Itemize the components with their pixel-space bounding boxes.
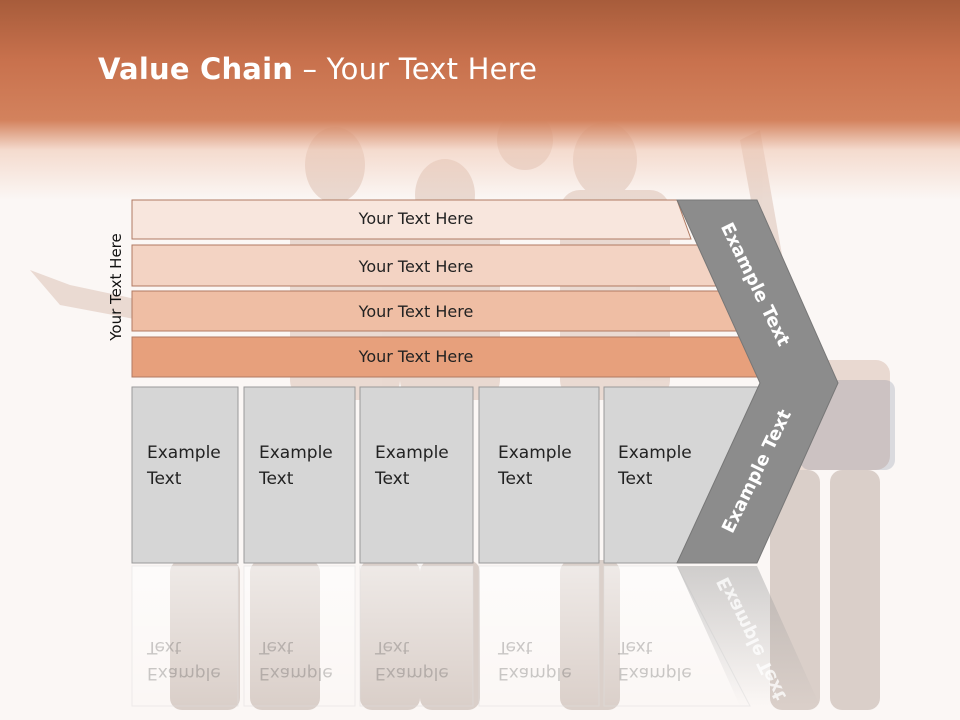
- column-label-4: Example Text: [498, 440, 572, 492]
- column-reflection-5-line2: Text: [618, 637, 653, 657]
- row-label-1: Your Text Here: [358, 209, 474, 228]
- reflection-4: [478, 565, 600, 707]
- column-reflection-4-line2: Text: [498, 637, 533, 657]
- column-box-2: [243, 386, 356, 564]
- page-title: Value Chain – Your Text Here: [98, 52, 537, 86]
- column-label-5-line2: Text: [618, 469, 653, 489]
- column-reflection-text-3: Example Text: [375, 634, 449, 686]
- column-reflection-3-line1: Example: [375, 663, 449, 683]
- column-label-3-line1: Example: [375, 443, 449, 463]
- chevron-arrow: [676, 199, 839, 564]
- column-box-1: [131, 386, 239, 564]
- column-label-2: Example Text: [259, 440, 333, 492]
- row-label-2: Your Text Here: [358, 257, 474, 276]
- column-reflection-2-line2: Text: [259, 637, 294, 657]
- header-band: [0, 0, 960, 200]
- column-label-4-line2: Text: [498, 469, 533, 489]
- title-bold: Value Chain: [98, 52, 294, 86]
- column-reflection-text-4: Example Text: [498, 634, 572, 686]
- row-band-1: [131, 199, 692, 240]
- column-label-5-line1: Example: [618, 443, 692, 463]
- column-label-3-line2: Text: [375, 469, 410, 489]
- column-label-3: Example Text: [375, 440, 449, 492]
- column-reflection-text-5: Example Text: [618, 634, 692, 686]
- reflection-1: [131, 565, 239, 707]
- row-label-3: Your Text Here: [358, 302, 474, 321]
- column-reflection-1-line1: Example: [147, 663, 221, 683]
- column-label-2-line1: Example: [259, 443, 333, 463]
- reflection-3: [359, 565, 474, 707]
- column-reflection-3-line2: Text: [375, 637, 410, 657]
- column-reflection-5-line1: Example: [618, 663, 692, 683]
- column-reflection-text-2: Example Text: [259, 634, 333, 686]
- reflection-arrow: [677, 566, 820, 706]
- row-label-4: Your Text Here: [358, 347, 474, 366]
- column-reflection-4-line1: Example: [498, 663, 572, 683]
- column-reflection-2-line1: Example: [259, 663, 333, 683]
- column-label-4-line1: Example: [498, 443, 572, 463]
- column-reflection-1-line2: Text: [147, 637, 182, 657]
- column-label-2-line2: Text: [259, 469, 294, 489]
- reflection-2: [243, 565, 356, 707]
- column-label-1: Example Text: [147, 440, 221, 492]
- column-label-1-line2: Text: [147, 469, 182, 489]
- title-rest: – Your Text Here: [293, 52, 538, 86]
- column-reflection-text-1: Example Text: [147, 634, 221, 686]
- column-box-4: [478, 386, 600, 564]
- column-label-5: Example Text: [618, 440, 692, 492]
- column-label-1-line1: Example: [147, 443, 221, 463]
- column-box-3: [359, 386, 474, 564]
